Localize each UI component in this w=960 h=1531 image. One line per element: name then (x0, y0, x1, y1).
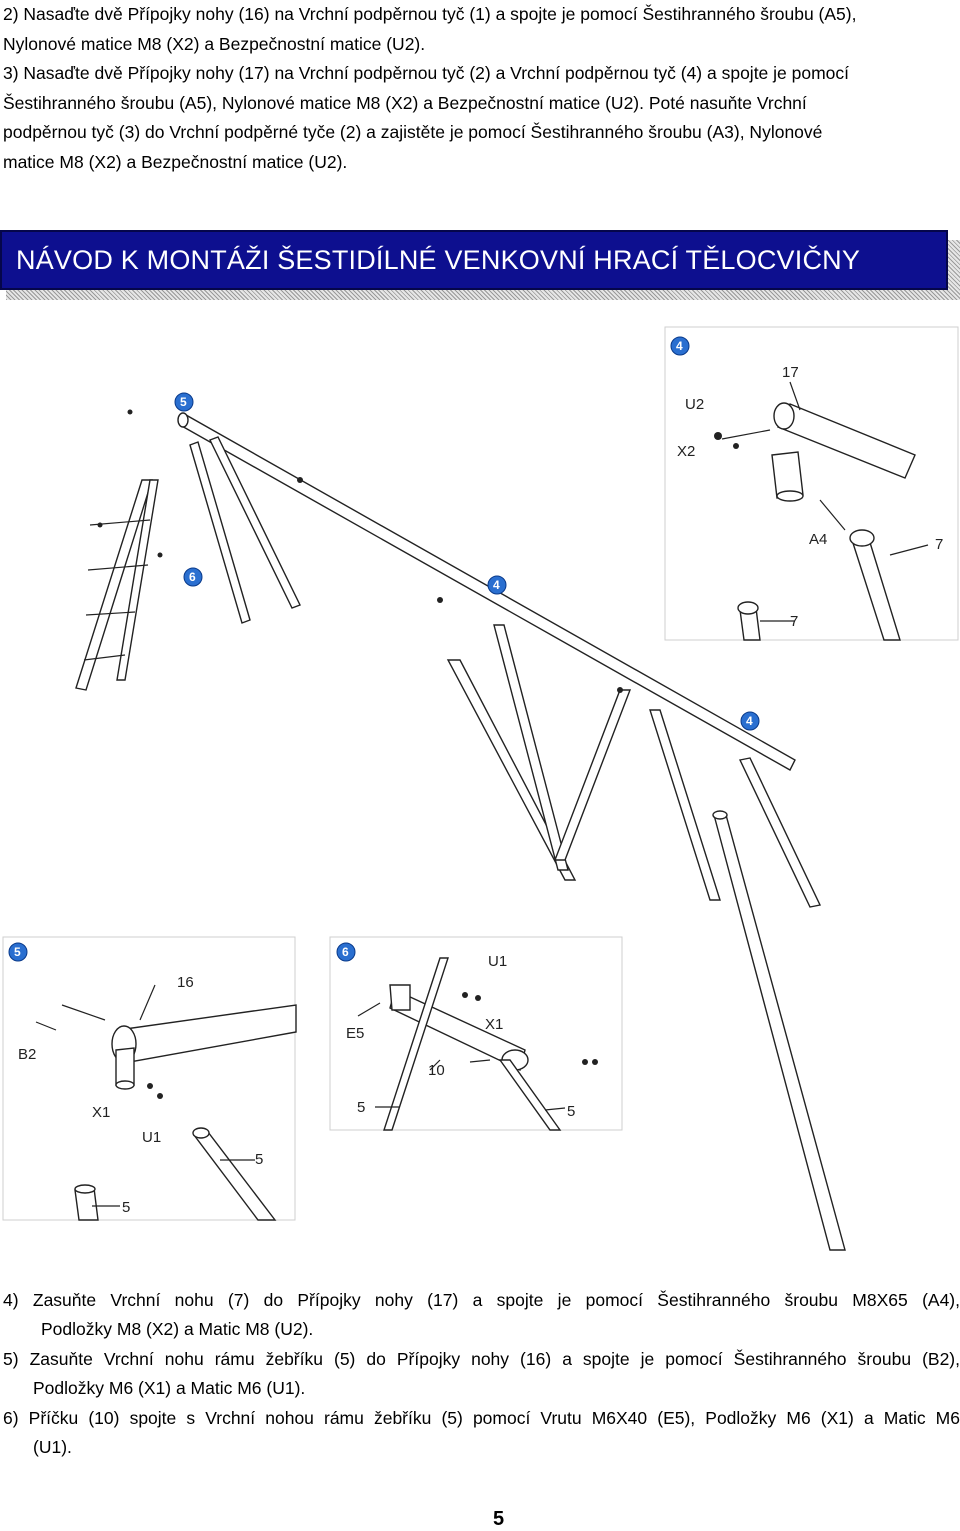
step-6-line2: (U1). (33, 1437, 72, 1458)
step-5-line1: 5) Zasuňte Vrchní nohu rámu žebříku (5) … (3, 1348, 960, 1369)
part-label: 16 (177, 974, 194, 991)
step-4: 4) Zasuňte Vrchní nohu (7) do Přípojky n… (3, 1286, 960, 1345)
part-label: X1 (485, 1016, 503, 1033)
step-4-line1: 4) Zasuňte Vrchní nohu (7) do Přípojky n… (3, 1290, 960, 1310)
callout-label: 5 (180, 395, 187, 409)
part-label: X2 (677, 443, 695, 460)
banner-title: NÁVOD K MONTÁŽI ŠESTIDÍLNÉ VENKOVNÍ HRAC… (16, 244, 861, 275)
inset-6-drawing (357, 957, 598, 1131)
part-label: U1 (488, 953, 507, 970)
callout-5: 5 (8, 942, 28, 962)
part-label: E5 (346, 1025, 364, 1042)
callout-label: 6 (189, 570, 196, 584)
part-label: A4 (809, 531, 827, 548)
intro-line: matice M8 (X2) a Bezpečnostní matice (U2… (3, 151, 348, 172)
part-label: U1 (142, 1129, 161, 1146)
inset-5-frame (2, 936, 296, 1221)
part-label: 5 (122, 1199, 130, 1216)
callout-label: 6 (342, 945, 349, 959)
inset-4-frame (664, 326, 959, 641)
inset-4-drawing (714, 381, 929, 641)
callout-label: 4 (746, 714, 753, 728)
part-label: B2 (18, 1046, 36, 1063)
part-label: 5 (255, 1151, 263, 1168)
callout-4: 4 (740, 711, 760, 731)
callout-4: 4 (487, 575, 507, 595)
inset-5-drawing (35, 984, 297, 1221)
callout-6: 6 (336, 942, 356, 962)
part-label: 17 (782, 364, 799, 381)
title-banner: NÁVOD K MONTÁŽI ŠESTIDÍLNÉ VENKOVNÍ HRAC… (0, 230, 948, 290)
part-label: 10 (428, 1062, 445, 1079)
steps-list: 4) Zasuňte Vrchní nohu (7) do Přípojky n… (3, 1286, 960, 1462)
intro-line: 3) Nasaďte dvě Přípojky nohy (17) na Vrc… (3, 63, 850, 84)
step-6-line1: 6) Příčku (10) spojte s Vrchní nohou rám… (3, 1407, 960, 1428)
part-label: 7 (790, 613, 798, 630)
intro-line: 2) Nasaďte dvě Přípojky nohy (16) na Vrc… (3, 4, 857, 24)
intro-paragraph: 2) Nasaďte dvě Přípojky nohy (16) na Vrc… (3, 0, 958, 178)
step-6: 6) Příčku (10) spojte s Vrchní nohou rám… (3, 1404, 960, 1463)
page-number: 5 (493, 1508, 505, 1530)
callout-label: 4 (493, 578, 500, 592)
intro-line: podpěrnou tyč (3) do Vrchní podpěrné tyč… (3, 122, 823, 143)
step-4-line2: Podložky M8 (X2) a Matic M8 (U2). (41, 1319, 314, 1340)
intro-line: Šestihranného šroubu (A5), Nylonové mati… (3, 92, 807, 113)
step-5: 5) Zasuňte Vrchní nohu rámu žebříku (5) … (3, 1345, 960, 1404)
part-label: 7 (935, 536, 943, 553)
callout-4: 4 (670, 336, 690, 356)
part-label: 5 (567, 1103, 575, 1120)
part-label: 5 (357, 1099, 365, 1116)
part-label: U2 (685, 396, 704, 413)
callout-label: 5 (14, 945, 21, 959)
main-assembly (75, 409, 846, 1251)
callout-6: 6 (183, 567, 203, 587)
callout-label: 4 (676, 339, 683, 353)
intro-line: Nylonové matice M8 (X2) a Bezpečnostní m… (3, 33, 426, 54)
callout-5: 5 (174, 392, 194, 412)
part-label: X1 (92, 1104, 110, 1121)
step-5-line2: Podložky M6 (X1) a Matic M6 (U1). (33, 1378, 306, 1399)
